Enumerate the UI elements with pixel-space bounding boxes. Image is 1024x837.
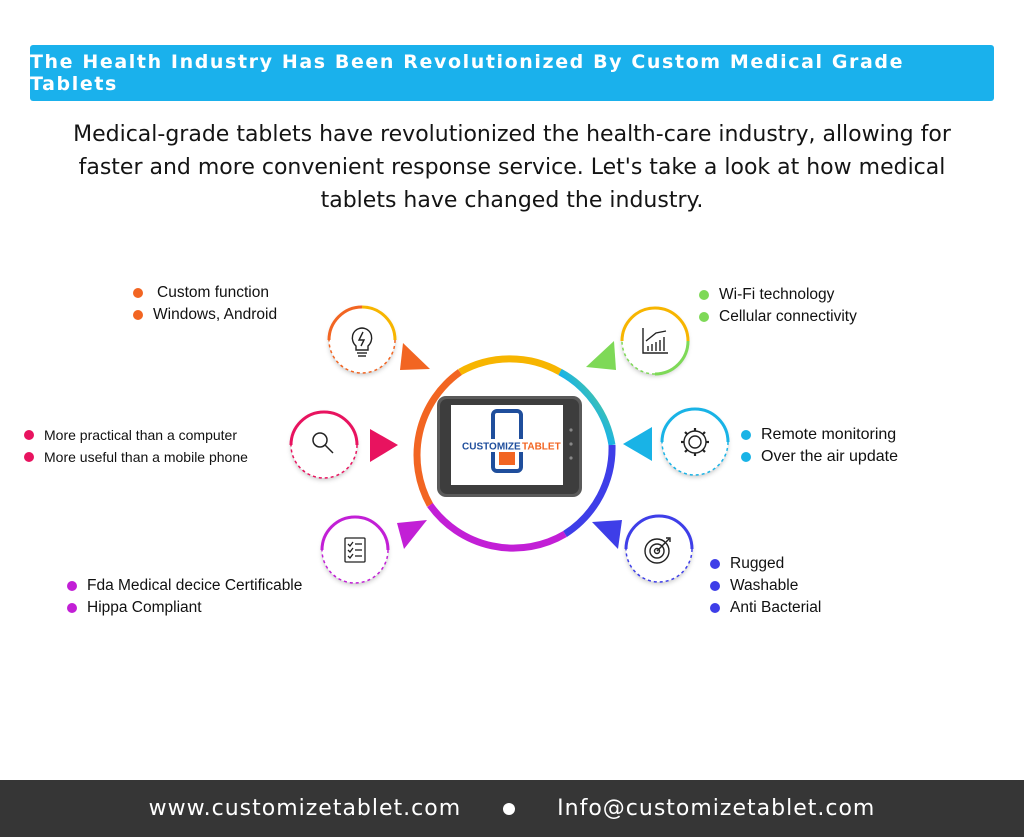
list-item: Cellular connectivity <box>699 306 857 328</box>
list-item: Anti Bacterial <box>710 597 821 619</box>
list-item: Wi-Fi technology <box>699 284 857 306</box>
gear-icon <box>681 428 709 456</box>
target-icon <box>644 537 671 564</box>
bar-chart-icon <box>642 328 668 354</box>
node-fda <box>320 515 427 584</box>
bullet-dot <box>741 452 751 462</box>
list-item: Hippa Compliant <box>67 597 302 619</box>
list-item: More practical than a computer <box>24 424 248 446</box>
bullet-dot <box>133 288 143 298</box>
bullet-list-rugged: Rugged Washable Anti Bacterial <box>710 553 821 619</box>
diagram: CUSTOMIZE TABLET <box>289 305 730 584</box>
list-item: Custom function <box>133 282 277 304</box>
node-practical <box>289 410 398 479</box>
logo-word-2: TABLET <box>522 442 561 453</box>
bullet-dot <box>699 290 709 300</box>
bullet-dot <box>67 581 77 591</box>
footer-email-link[interactable]: Info@customizetablet.com <box>557 796 876 821</box>
footer-separator-dot <box>503 802 516 815</box>
node-wifi <box>586 306 690 376</box>
list-item: More useful than a mobile phone <box>24 446 248 468</box>
footer-bar: www.customizetablet.com Info@customizeta… <box>0 780 1024 837</box>
list-item: Windows, Android <box>133 304 277 326</box>
checklist-icon <box>344 537 366 563</box>
node-rugged <box>592 514 694 583</box>
bullet-list-wifi: Wi-Fi technology Cellular connectivity <box>699 284 857 328</box>
bullet-dot <box>710 559 720 569</box>
bullet-dot <box>24 452 34 462</box>
intro-text: Medical-grade tablets have revolutionize… <box>73 122 951 213</box>
node-custom <box>327 305 430 374</box>
bullet-list-remote: Remote monitoring Over the air update <box>741 424 898 468</box>
list-item: Rugged <box>710 553 821 575</box>
central-ring <box>413 355 616 552</box>
list-item: Fda Medical decice Certificable <box>67 575 302 597</box>
title-banner: The Health Industry Has Been Revolutioni… <box>30 45 994 101</box>
list-item: Washable <box>710 575 821 597</box>
magnifier-icon <box>312 432 334 454</box>
bullet-dot <box>710 603 720 613</box>
lightbulb-icon <box>351 327 373 357</box>
bullet-dot <box>67 603 77 613</box>
banner-title: The Health Industry Has Been Revolutioni… <box>30 51 905 95</box>
bullet-list-custom: Custom function Windows, Android <box>133 282 277 326</box>
tablet-device: CUSTOMIZE TABLET <box>437 396 582 497</box>
bullet-dot <box>699 312 709 322</box>
node-remote <box>623 407 730 476</box>
bullet-dot <box>710 581 720 591</box>
logo-word-1: CUSTOMIZE <box>462 442 521 453</box>
bullet-dot <box>133 310 143 320</box>
bullet-list-fda: Fda Medical decice Certificable Hippa Co… <box>67 575 302 619</box>
bullet-dot <box>741 430 751 440</box>
list-item: Over the air update <box>741 446 898 468</box>
bullet-list-practical: More practical than a computer More usef… <box>24 424 248 468</box>
footer-website-link[interactable]: www.customizetablet.com <box>148 796 462 821</box>
bullet-dot <box>24 430 34 440</box>
list-item: Remote monitoring <box>741 424 898 446</box>
